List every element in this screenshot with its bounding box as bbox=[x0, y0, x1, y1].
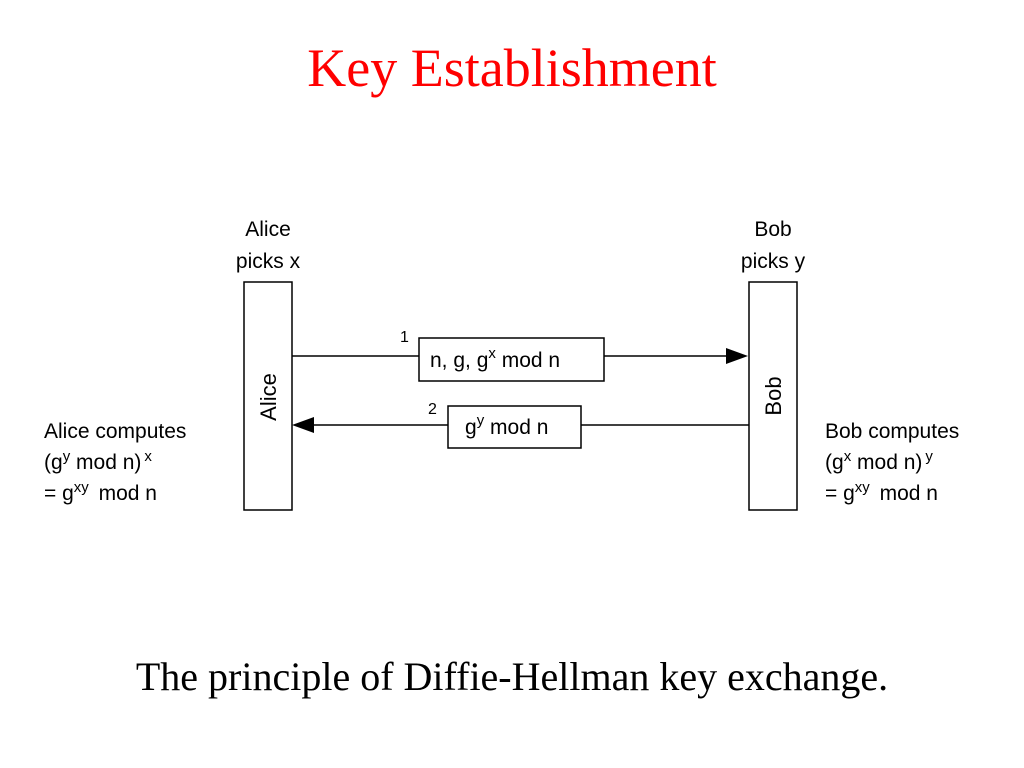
alice-computes-label: Alice computes bbox=[44, 420, 186, 443]
message-2-step: 2 bbox=[428, 401, 437, 418]
slide-title: Key Establishment bbox=[307, 38, 717, 98]
slide-caption: The principle of Diffie-Hellman key exch… bbox=[135, 654, 889, 699]
bob-picks: picks y bbox=[741, 250, 806, 273]
alice-box-label: Alice bbox=[256, 373, 281, 421]
alice-computes-result: = gxy mod n bbox=[44, 479, 157, 505]
bob-computes-expr: (gx mod n)y bbox=[825, 448, 933, 474]
bob-box bbox=[748, 281, 798, 511]
message-1-box bbox=[418, 337, 605, 382]
alice-box bbox=[243, 281, 293, 511]
message-1-step: 1 bbox=[400, 329, 409, 346]
message-1-arrowhead bbox=[726, 348, 748, 364]
bob-computes-label: Bob computes bbox=[825, 420, 959, 443]
message-2-arrowhead bbox=[292, 417, 314, 433]
alice-computes-expr: (gy mod n)x bbox=[44, 448, 152, 474]
bob-computes-result: = gxy mod n bbox=[825, 479, 938, 505]
alice-picks: picks x bbox=[236, 250, 301, 273]
message-2-box bbox=[447, 405, 582, 449]
alice-heading: Alice bbox=[245, 218, 291, 241]
message-1-label: n, g, gx mod n bbox=[430, 345, 560, 372]
bob-box-label: Bob bbox=[761, 376, 786, 415]
message-2-label: gy mod n bbox=[465, 412, 548, 439]
bob-heading: Bob bbox=[754, 218, 791, 241]
